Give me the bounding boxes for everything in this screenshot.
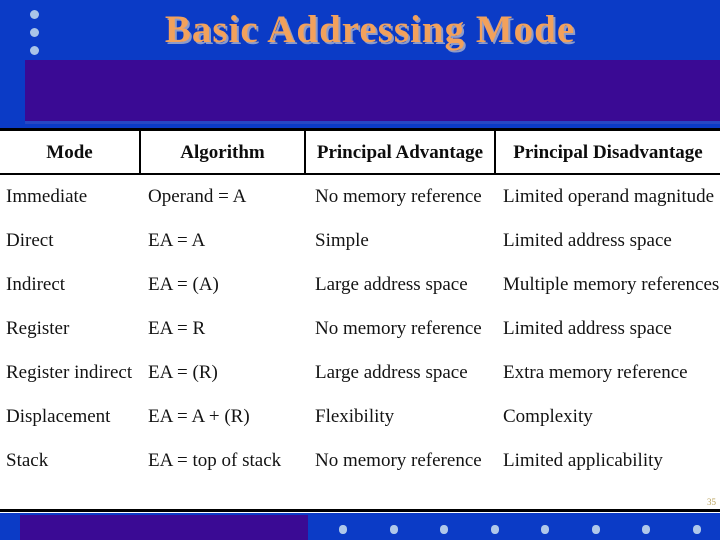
footer-dot-icon-1 bbox=[339, 525, 347, 534]
cell-advantage: Simple bbox=[315, 230, 369, 251]
cell-disadvantage: Limited applicability bbox=[503, 450, 663, 471]
cell-disadvantage: Limited address space bbox=[503, 318, 672, 339]
cell-advantage: Large address space bbox=[315, 362, 468, 383]
table-row: Indirect EA = (A) Large address space Mu… bbox=[0, 263, 720, 307]
page-title: Basic Addressing Mode bbox=[164, 8, 576, 51]
cell-disadvantage: Limited operand magnitude bbox=[503, 186, 715, 207]
cell-mode: Stack bbox=[6, 450, 49, 471]
slide-page-number: 35 bbox=[707, 497, 716, 507]
table-row: Register indirect EA = (R) Large address… bbox=[0, 351, 720, 395]
footer-accent-box bbox=[20, 515, 308, 540]
addressing-mode-table: Mode Algorithm Principal Advantage Princ… bbox=[0, 131, 720, 483]
cell-mode: Immediate bbox=[6, 186, 88, 207]
footer-dot-icon-5 bbox=[541, 525, 549, 534]
header-bullet-icon-2 bbox=[30, 28, 39, 37]
cell-algorithm: EA = (R) bbox=[148, 362, 218, 383]
slide-header-band: Basic Addressing Mode bbox=[0, 0, 720, 128]
table-header: Mode Algorithm Principal Advantage Princ… bbox=[0, 131, 720, 175]
table-row: Stack EA = top of stack No memory refere… bbox=[0, 439, 720, 483]
table-row: Direct EA = A Simple Limited address spa… bbox=[0, 219, 720, 263]
cell-disadvantage: Extra memory reference bbox=[503, 362, 688, 383]
cell-advantage: Large address space bbox=[315, 274, 468, 295]
header-bullet-icon-1 bbox=[30, 10, 39, 19]
header-accent-box bbox=[25, 60, 720, 124]
cell-disadvantage: Complexity bbox=[503, 406, 593, 427]
cell-advantage: No memory reference bbox=[315, 186, 482, 207]
footer-dot-icon-3 bbox=[440, 525, 448, 534]
cell-algorithm: EA = A bbox=[148, 230, 206, 251]
cell-mode: Indirect bbox=[6, 274, 66, 295]
cell-algorithm: Operand = A bbox=[148, 186, 247, 207]
table-body: Immediate Operand = A No memory referenc… bbox=[0, 174, 720, 483]
table-row: Displacement EA = A + (R) Flexibility Co… bbox=[0, 395, 720, 439]
column-header-principal-disadvantage: Principal Disadvantage bbox=[495, 131, 720, 175]
table-header-row: Mode Algorithm Principal Advantage Princ… bbox=[0, 131, 720, 175]
footer-dot-icon-7 bbox=[642, 525, 650, 534]
cell-algorithm: EA = top of stack bbox=[148, 450, 282, 471]
footer-dot-icon-2 bbox=[389, 525, 398, 534]
cell-mode: Register indirect bbox=[6, 362, 133, 383]
cell-disadvantage: Multiple memory references bbox=[503, 274, 720, 295]
cell-advantage: No memory reference bbox=[315, 318, 482, 339]
cell-mode: Register bbox=[6, 318, 70, 339]
header-bullet-icon-3 bbox=[30, 46, 39, 55]
footer-dot-icon-6 bbox=[591, 525, 600, 534]
footer-dot-icon-8 bbox=[692, 525, 701, 534]
footer-dot-icon-4 bbox=[490, 525, 499, 534]
cell-algorithm: EA = R bbox=[148, 318, 206, 339]
cell-algorithm: EA = (A) bbox=[148, 274, 219, 295]
cell-algorithm: EA = A + (R) bbox=[148, 406, 250, 427]
table-row: Immediate Operand = A No memory referenc… bbox=[0, 174, 720, 219]
cell-mode: Displacement bbox=[6, 406, 111, 427]
cell-advantage: No memory reference bbox=[315, 450, 482, 471]
column-header-principal-advantage: Principal Advantage bbox=[305, 131, 496, 175]
cell-advantage: Flexibility bbox=[315, 406, 395, 427]
cell-disadvantage: Limited address space bbox=[503, 230, 672, 251]
column-header-mode: Mode bbox=[0, 131, 141, 175]
cell-mode: Direct bbox=[6, 230, 54, 251]
table-row: Register EA = R No memory reference Limi… bbox=[0, 307, 720, 351]
column-header-algorithm: Algorithm bbox=[140, 131, 306, 175]
addressing-mode-table-container: Mode Algorithm Principal Advantage Princ… bbox=[0, 128, 720, 512]
slide-footer-band bbox=[0, 513, 720, 540]
